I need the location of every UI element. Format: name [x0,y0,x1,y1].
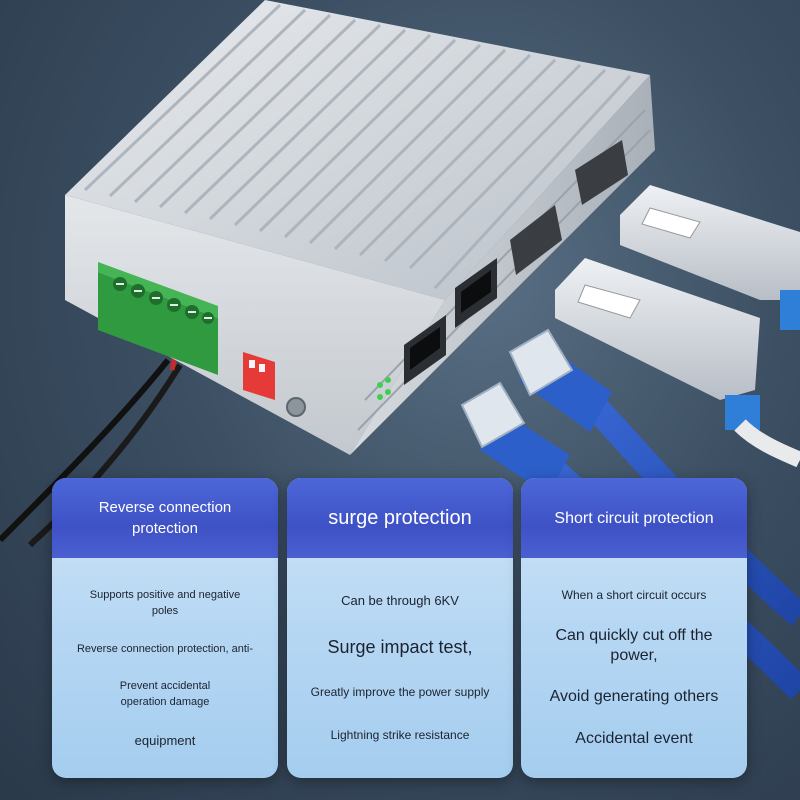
panel-line-3: Greatly improve the power supply [310,685,490,700]
panel-line-3: Avoid generating others [549,688,719,706]
feature-panel-surge-protection: surge protection Can be through 6KV Surg… [287,478,513,778]
panel-line-4: equipment [134,732,196,748]
rj45-ports [377,258,497,400]
panel-line: Supports positive and negative poles [90,587,240,619]
panel-title-line1: Reverse connection [98,499,232,516]
sfp-module-upper [620,185,800,330]
panel-line-1: When a short circuit occurs [561,588,707,603]
panel-title: Reverse connection protection [99,497,232,539]
sfp-cages [510,140,628,275]
ground-screw [286,397,306,417]
panel-header: Short circuit protection [521,478,747,558]
panel-line-4: Accidental event [575,729,693,747]
feature-panel-reverse-connection: Reverse connection protection Supports p… [52,478,278,778]
panel-line-4: Lightning strike resistance [330,727,470,742]
sfp-module-lower [555,258,800,468]
panel-header: Reverse connection protection [52,478,278,558]
panel-line-1a: Supports positive and negative [89,589,241,602]
panel-line-1b: poles [151,605,179,618]
panel-header: surge protection [287,478,513,558]
dip-switch [243,352,275,400]
terminal-block [98,262,218,375]
panel-line-2: Surge impact test, [327,636,473,657]
panel-line-1: Can be through 6KV [341,593,459,609]
panel-body: Can be through 6KV Surge impact test, Gr… [287,558,513,778]
panel-line: Prevent accidental operation damage [120,678,211,710]
panel-body: When a short circuit occurs Can quickly … [521,558,747,778]
panel-line-3b: operation damage [120,696,210,709]
panel-line-3a: Prevent accidental [119,680,211,693]
panel-title-line2: protection [132,520,198,537]
panel-title: Short circuit protection [554,509,714,527]
panel-line-2: Reverse connection protection, anti- [76,642,254,655]
panel-line-2: Can quickly cut off the power, [555,626,713,664]
panel-body: Supports positive and negative poles Rev… [52,558,278,778]
panel-title: surge protection [328,507,472,529]
feature-panel-short-circuit: Short circuit protection When a short ci… [521,478,747,778]
